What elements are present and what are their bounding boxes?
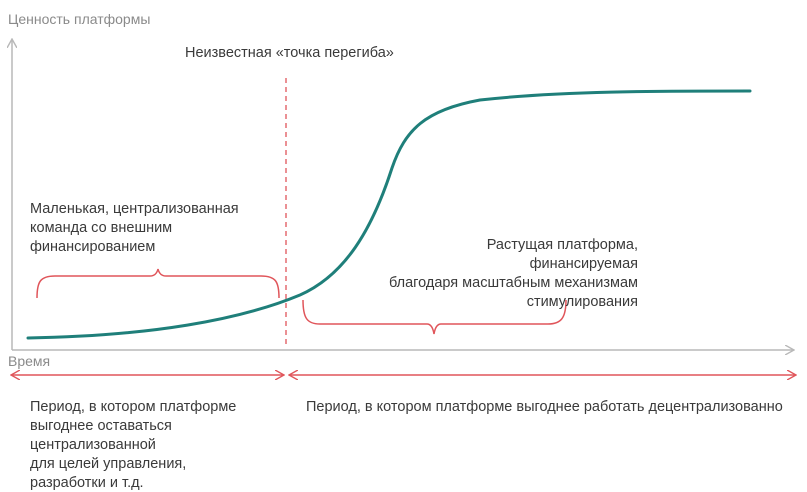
y-axis-label: Ценность платформы — [8, 11, 151, 27]
inflection-point-label: Неизвестная «точка перегиба» — [185, 45, 394, 61]
x-axis-label: Время — [8, 353, 51, 369]
growing-platform-brace — [302, 299, 567, 335]
small-team-brace — [36, 268, 280, 299]
platform-value-curve — [26, 89, 752, 340]
decentralized-period-label: Период, в котором платформе выгоднее раб… — [306, 399, 783, 415]
small-team-label: Маленькая, централизованная команда со в… — [30, 201, 239, 255]
centralized-period-label: Период, в котором платформе выгоднее ост… — [30, 399, 237, 491]
growing-platform-label: Растущая платформа, финансируемая благод… — [388, 237, 638, 310]
